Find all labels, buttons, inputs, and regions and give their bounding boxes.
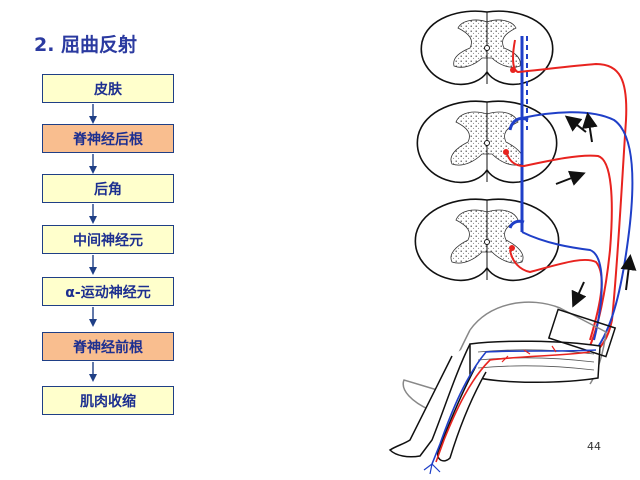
spinal-cord-section-icon xyxy=(416,100,558,184)
direction-arrow-icon xyxy=(581,112,598,143)
direction-arrow-icon xyxy=(564,115,587,133)
reflex-illustration xyxy=(388,10,637,475)
leg-icon xyxy=(388,301,617,475)
down-arrow-icon xyxy=(89,307,97,327)
spinal-cord-section-icon xyxy=(420,10,554,86)
motor-nerve-path xyxy=(521,111,634,351)
down-arrow-icon xyxy=(89,362,97,382)
down-arrow-icon xyxy=(89,154,97,174)
down-arrow-icon xyxy=(89,255,97,275)
down-arrow-icon xyxy=(89,104,97,124)
flow-step-dorsal-horn: 后角 xyxy=(42,174,174,203)
flow-step-alpha-motor-neuron: α-运动神经元 xyxy=(42,277,174,306)
direction-arrow-icon xyxy=(620,254,637,291)
flow-step-dorsal-root: 脊神经后根 xyxy=(42,124,174,153)
sensory-nerve-path xyxy=(512,39,628,356)
flow-step-interneuron: 中间神经元 xyxy=(42,225,174,254)
flow-step-skin: 皮肤 xyxy=(42,74,174,103)
flow-step-muscle-contraction: 肌肉收缩 xyxy=(42,386,174,415)
page-title: 2. 屈曲反射 xyxy=(34,34,138,56)
down-arrow-icon xyxy=(89,204,97,224)
direction-arrow-icon xyxy=(555,170,586,186)
spinal-cord-section-icon xyxy=(414,198,560,282)
direction-arrow-icon xyxy=(571,281,587,308)
flow-step-ventral-root: 脊神经前根 xyxy=(42,332,174,361)
page-number: 44 xyxy=(587,440,601,453)
